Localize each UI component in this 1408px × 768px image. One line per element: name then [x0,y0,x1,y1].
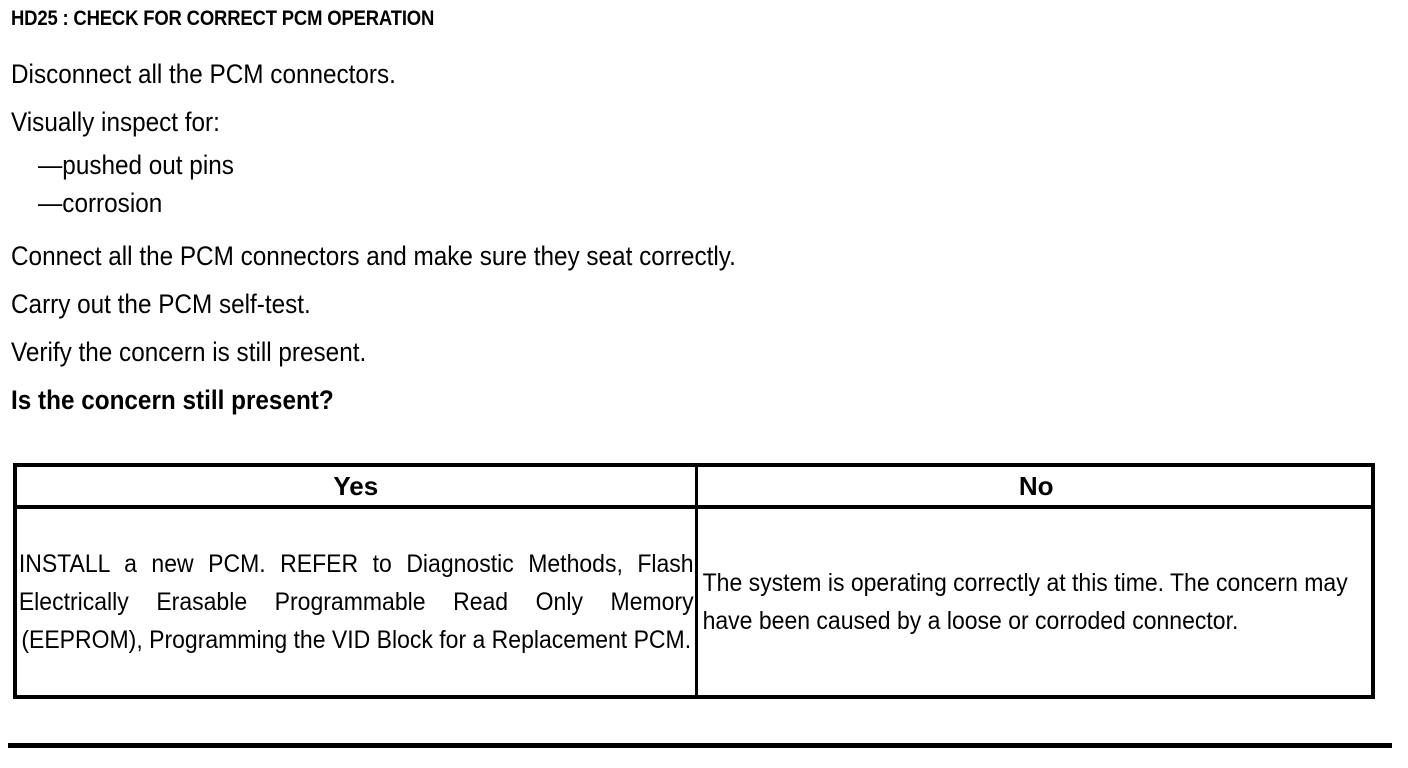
table-cell-no-text: The system is operating correctly at thi… [702,569,1348,635]
table-cell-no: The system is operating correctly at thi… [696,507,1375,695]
table-header-yes: Yes [17,467,698,509]
table-header-row: Yes No [17,467,1375,509]
instruction-bullet-corrosion: —corrosion [38,188,163,218]
page-divider-rule [8,743,1392,748]
instruction-bullet-pushed-out-pins: —pushed out pins [38,150,234,180]
instruction-line-visually-inspect: Visually inspect for: [11,107,220,137]
instruction-question: Is the concern still present? [11,385,334,415]
table-cell-yes-text: INSTALL a new PCM. REFER to Diagnostic M… [18,550,694,654]
instruction-line-disconnect: Disconnect all the PCM connectors. [11,59,396,89]
instruction-line-connect: Connect all the PCM connectors and make … [11,241,736,271]
instruction-line-verify: Verify the concern is still present. [11,337,367,367]
table-row: INSTALL a new PCM. REFER to Diagnostic M… [17,507,1375,695]
instruction-list: Disconnect all the PCM connectors. Visua… [11,50,1391,424]
instruction-line-self-test: Carry out the PCM self-test. [11,289,311,319]
decision-table: Yes No INSTALL a new PCM. REFER to Diagn… [13,463,1375,699]
table-header-no: No [696,467,1375,509]
table-cell-yes: INSTALL a new PCM. REFER to Diagnostic M… [17,507,698,695]
page-title: HD25 : CHECK FOR CORRECT PCM OPERATION [11,7,435,30]
